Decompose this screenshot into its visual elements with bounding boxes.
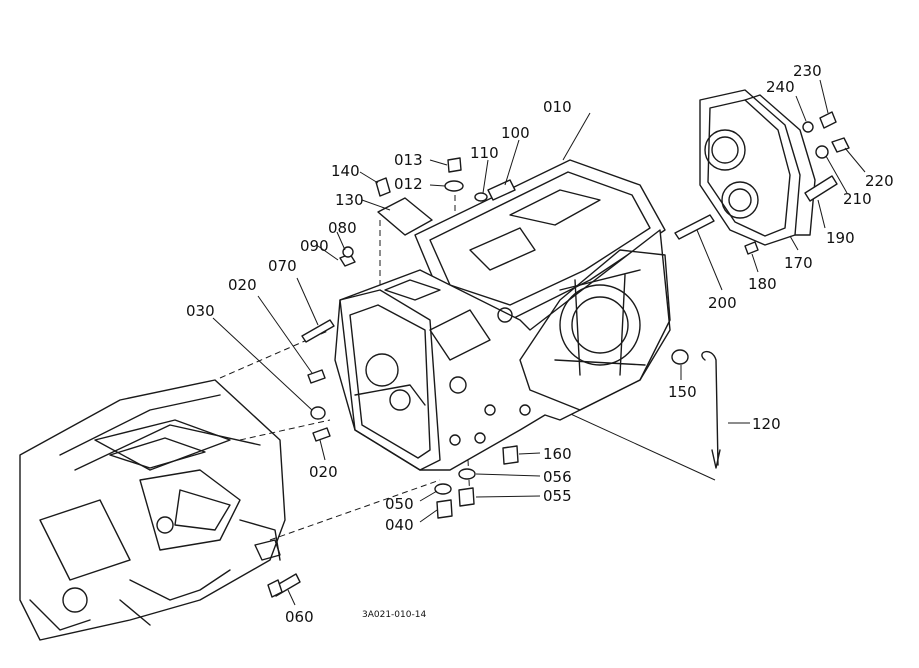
label-070: 070 xyxy=(268,257,297,275)
label-160: 160 xyxy=(543,445,572,463)
label-190: 190 xyxy=(826,229,855,247)
label-200: 200 xyxy=(708,294,737,312)
label-020-lower: 020 xyxy=(309,463,338,481)
label-013: 013 xyxy=(394,151,423,169)
transmission-case xyxy=(334,159,671,471)
label-170: 170 xyxy=(784,254,813,272)
label-110: 110 xyxy=(470,144,499,162)
label-012: 012 xyxy=(394,175,423,193)
label-060: 060 xyxy=(285,608,314,626)
label-030: 030 xyxy=(186,302,215,320)
label-210: 210 xyxy=(843,190,872,208)
label-230: 230 xyxy=(793,62,822,80)
label-040: 040 xyxy=(385,516,414,534)
label-180: 180 xyxy=(748,275,777,293)
label-240: 240 xyxy=(766,78,795,96)
rear-cover xyxy=(699,89,816,246)
label-140: 140 xyxy=(331,162,360,180)
label-080: 080 xyxy=(328,219,357,237)
label-010: 010 xyxy=(543,98,572,116)
part-labels: 010 013 012 110 100 140 130 080 090 070 … xyxy=(186,62,894,626)
label-150: 150 xyxy=(668,383,697,401)
engine-block xyxy=(19,379,286,641)
label-130: 130 xyxy=(335,191,364,209)
label-056: 056 xyxy=(543,468,572,486)
label-055: 055 xyxy=(543,487,572,505)
small-parts xyxy=(267,111,850,598)
label-220: 220 xyxy=(865,172,894,190)
label-100: 100 xyxy=(501,124,530,142)
label-090: 090 xyxy=(300,237,329,255)
figure-code: 3A021-010-14 xyxy=(362,610,426,620)
label-020-upper: 020 xyxy=(228,276,257,294)
label-050: 050 xyxy=(385,495,414,513)
label-120: 120 xyxy=(752,415,781,433)
leader-lines xyxy=(212,79,866,606)
